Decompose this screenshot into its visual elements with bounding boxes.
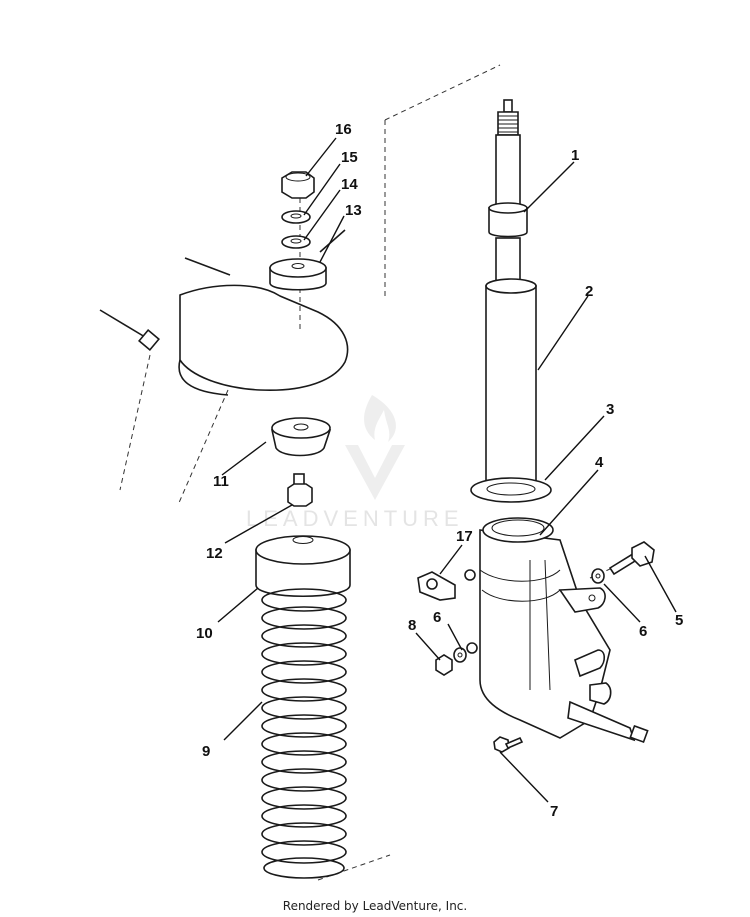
callout-9: 9 <box>202 743 210 760</box>
reference-lines <box>119 64 631 881</box>
watermark-logo-icon <box>345 395 405 500</box>
watermark: LEADVENTURE <box>246 395 464 531</box>
callout-3: 3 <box>606 401 614 418</box>
part-6-washer-right <box>591 568 605 584</box>
callout-2: 2 <box>585 283 593 300</box>
callout-10: 10 <box>196 625 213 642</box>
part-6-washer-left <box>453 647 467 663</box>
part-1-strut-rod <box>488 99 528 283</box>
part-16-nut <box>281 171 315 199</box>
callout-4: 4 <box>595 454 604 471</box>
part-10-spring-seat <box>255 535 351 598</box>
part-11-bushing <box>271 417 332 457</box>
callout-14: 14 <box>341 176 358 193</box>
part-14-washer <box>281 235 311 249</box>
upper-mount-bracket <box>99 229 349 396</box>
part-13-bushing <box>269 258 327 291</box>
callout-8: 8 <box>408 617 416 634</box>
part-3-washer-plate <box>470 477 552 503</box>
callout-1: 1 <box>571 147 579 164</box>
callout-6b: 6 <box>433 609 441 626</box>
callout-12: 12 <box>206 545 223 562</box>
callout-6a: 6 <box>639 623 647 640</box>
leader-lines <box>217 137 677 803</box>
callouts: 1 2 3 4 5 6 6 7 8 9 10 11 12 13 14 15 16… <box>196 121 683 820</box>
part-12-nut <box>287 473 313 507</box>
footer-credit: Rendered by LeadVenture, Inc. <box>282 899 468 913</box>
callout-17: 17 <box>456 528 473 545</box>
part-7-bolt <box>493 736 524 753</box>
part-4-knuckle-housing <box>464 517 649 744</box>
watermark-text: LEADVENTURE <box>246 506 464 531</box>
part-9-coil-spring <box>261 588 347 879</box>
part-17-clip <box>417 571 456 601</box>
callout-13: 13 <box>345 202 362 219</box>
callout-5: 5 <box>675 612 683 629</box>
callout-7: 7 <box>550 803 558 820</box>
part-5-bolt <box>608 541 655 576</box>
part-2-strut-body <box>485 278 537 490</box>
bracket-tab <box>138 329 160 351</box>
callout-15: 15 <box>341 149 358 166</box>
callout-11: 11 <box>213 473 229 490</box>
part-15-washer <box>281 210 311 224</box>
callout-16: 16 <box>335 121 352 138</box>
